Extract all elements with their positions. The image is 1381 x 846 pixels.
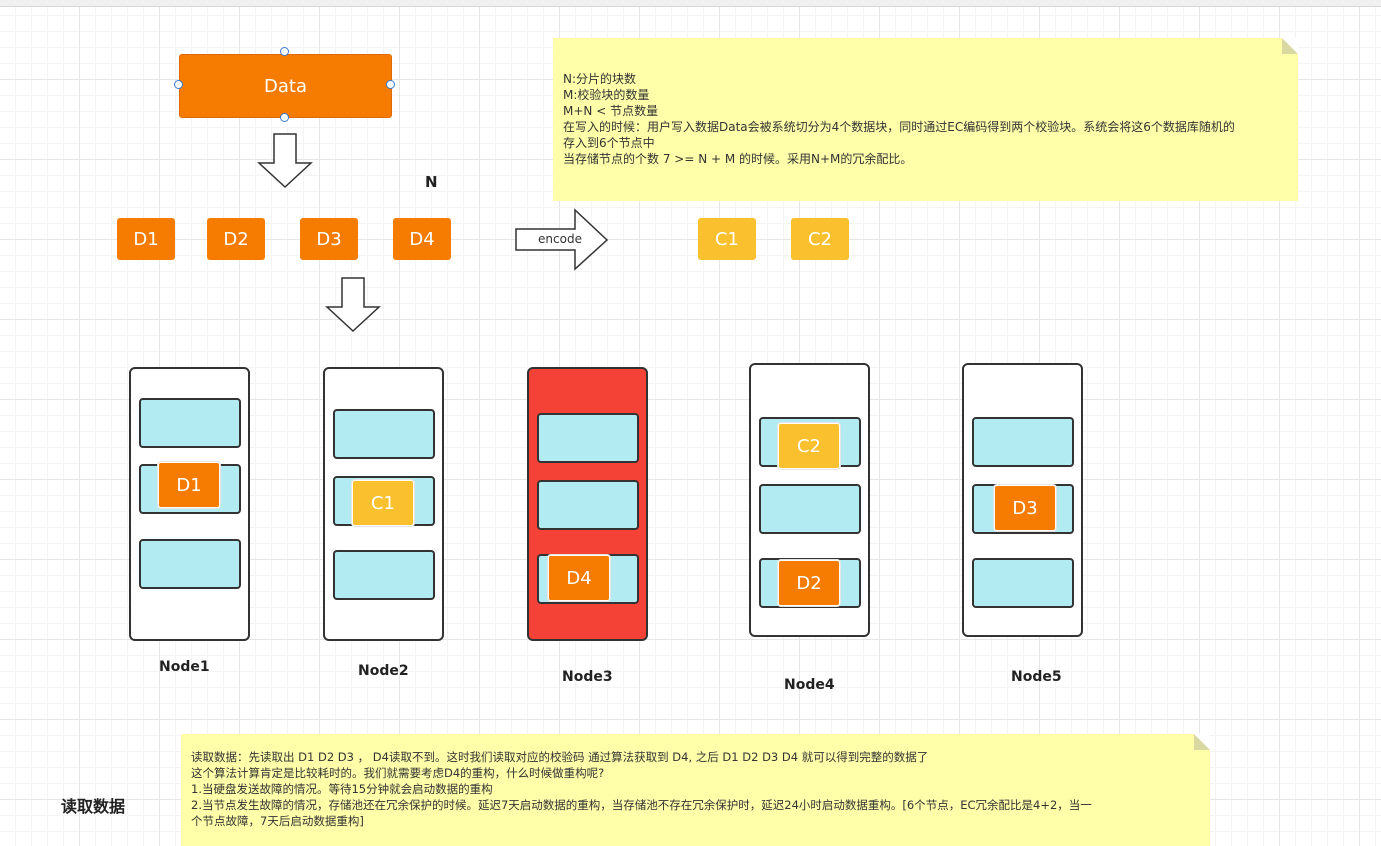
note-line: 1.当硬盘发送故障的情况。等待15分钟就会启动数据的重构 (191, 782, 493, 796)
disk-slot (139, 539, 241, 589)
note-line: N:分片的块数 (563, 72, 637, 86)
stored-block-label: D4 (566, 567, 592, 589)
note-line: M+N < 节点数量 (563, 104, 659, 118)
note-line: 读取数据：先读取出 D1 D2 D3 ， D4读取不到。这时我们读取对应的校验码… (191, 750, 929, 764)
parity-block-c2[interactable]: C2 (791, 218, 849, 260)
disk-slot (759, 484, 861, 534)
left-resize-handle[interactable] (174, 80, 183, 89)
disk-slot (972, 417, 1074, 467)
encode-arrow-icon (515, 208, 609, 271)
node-label-5: Node5 (1011, 669, 1062, 685)
data-source-label: Data (264, 75, 307, 97)
stored-block-d4[interactable]: D4 (548, 555, 610, 601)
stored-block-d1[interactable]: D1 (158, 462, 220, 508)
stored-block-label: C1 (370, 492, 396, 514)
disk-slot (333, 409, 435, 459)
note-line: 存入到6个节点中 (563, 136, 655, 150)
top-note[interactable]: N:分片的块数 M:校验块的数量 M+N < 节点数量 在写入的时候：用户写入数… (553, 38, 1298, 201)
note-line: 当存储节点的个数 7 >= N + M 的时候。采用N+M的冗余配比。 (563, 152, 913, 166)
data-block-d4[interactable]: D4 (393, 218, 451, 260)
storage-node-1[interactable]: D1 (129, 367, 250, 641)
read-data-title: 读取数据 (61, 797, 126, 816)
parity-block-label: C2 (807, 228, 833, 250)
stored-block-label: D1 (176, 474, 202, 496)
disk-slot (537, 413, 639, 463)
note-line: M:校验块的数量 (563, 88, 650, 102)
split-down-arrow-icon (257, 133, 313, 189)
stored-block-c1[interactable]: C1 (352, 480, 414, 526)
parity-block-label: C1 (714, 228, 740, 250)
stored-block-c2[interactable]: C2 (778, 423, 840, 469)
bottom-note[interactable]: 读取数据：先读取出 D1 D2 D3 ， D4读取不到。这时我们读取对应的校验码… (181, 734, 1210, 846)
canvas-top-edge (0, 0, 1381, 7)
stored-block-label: D2 (796, 572, 822, 594)
stored-block-d2[interactable]: D2 (778, 560, 840, 606)
data-block-label: D1 (133, 228, 159, 250)
node-label-4: Node4 (784, 677, 835, 693)
node-label-2: Node2 (358, 663, 409, 679)
disk-slot (537, 480, 639, 530)
note-fold-icon (1194, 734, 1210, 750)
disk-slot (972, 558, 1074, 608)
storage-node-4[interactable]: C2 D2 (749, 363, 870, 637)
note-line: 在写入的时候：用户写入数据Data会被系统切分为4个数据块，同时通过EC编码得到… (563, 120, 1235, 134)
stored-block-d3[interactable]: D3 (994, 485, 1056, 531)
storage-node-3-failed[interactable]: D4 (527, 367, 648, 641)
storage-node-2[interactable]: C1 (323, 367, 444, 641)
stored-block-label: D3 (1012, 497, 1038, 519)
data-block-d2[interactable]: D2 (207, 218, 265, 260)
note-fold-icon (1282, 38, 1298, 54)
n-label: N (425, 173, 438, 191)
data-block-label: D4 (409, 228, 435, 250)
node-label-3: Node3 (562, 669, 613, 685)
data-block-label: D2 (223, 228, 249, 250)
note-line: 这个算法计算肯定是比较耗时的。我们就需要考虑D4的重构，什么时候做重构呢? (191, 766, 605, 780)
data-block-d1[interactable]: D1 (117, 218, 175, 260)
stored-block-label: C2 (796, 435, 822, 457)
top-resize-handle[interactable] (280, 47, 289, 56)
disk-slot (333, 550, 435, 600)
storage-node-5[interactable]: D3 (962, 363, 1083, 637)
encode-label: encode (538, 232, 582, 246)
node-label-1: Node1 (159, 659, 210, 675)
right-resize-handle[interactable] (386, 80, 395, 89)
distribute-down-arrow-icon (325, 277, 381, 333)
note-line: 2.当节点发生故障的情况，存储池还在冗余保护的时候。延迟7天启动数据的重构，当存… (191, 798, 1092, 812)
data-source-box[interactable]: Data (179, 54, 392, 118)
data-block-d3[interactable]: D3 (300, 218, 358, 260)
data-block-label: D3 (316, 228, 342, 250)
note-line: 个节点故障，7天后启动数据重构] (191, 814, 364, 828)
disk-slot (139, 398, 241, 448)
parity-block-c1[interactable]: C1 (698, 218, 756, 260)
bottom-resize-handle[interactable] (280, 113, 289, 122)
